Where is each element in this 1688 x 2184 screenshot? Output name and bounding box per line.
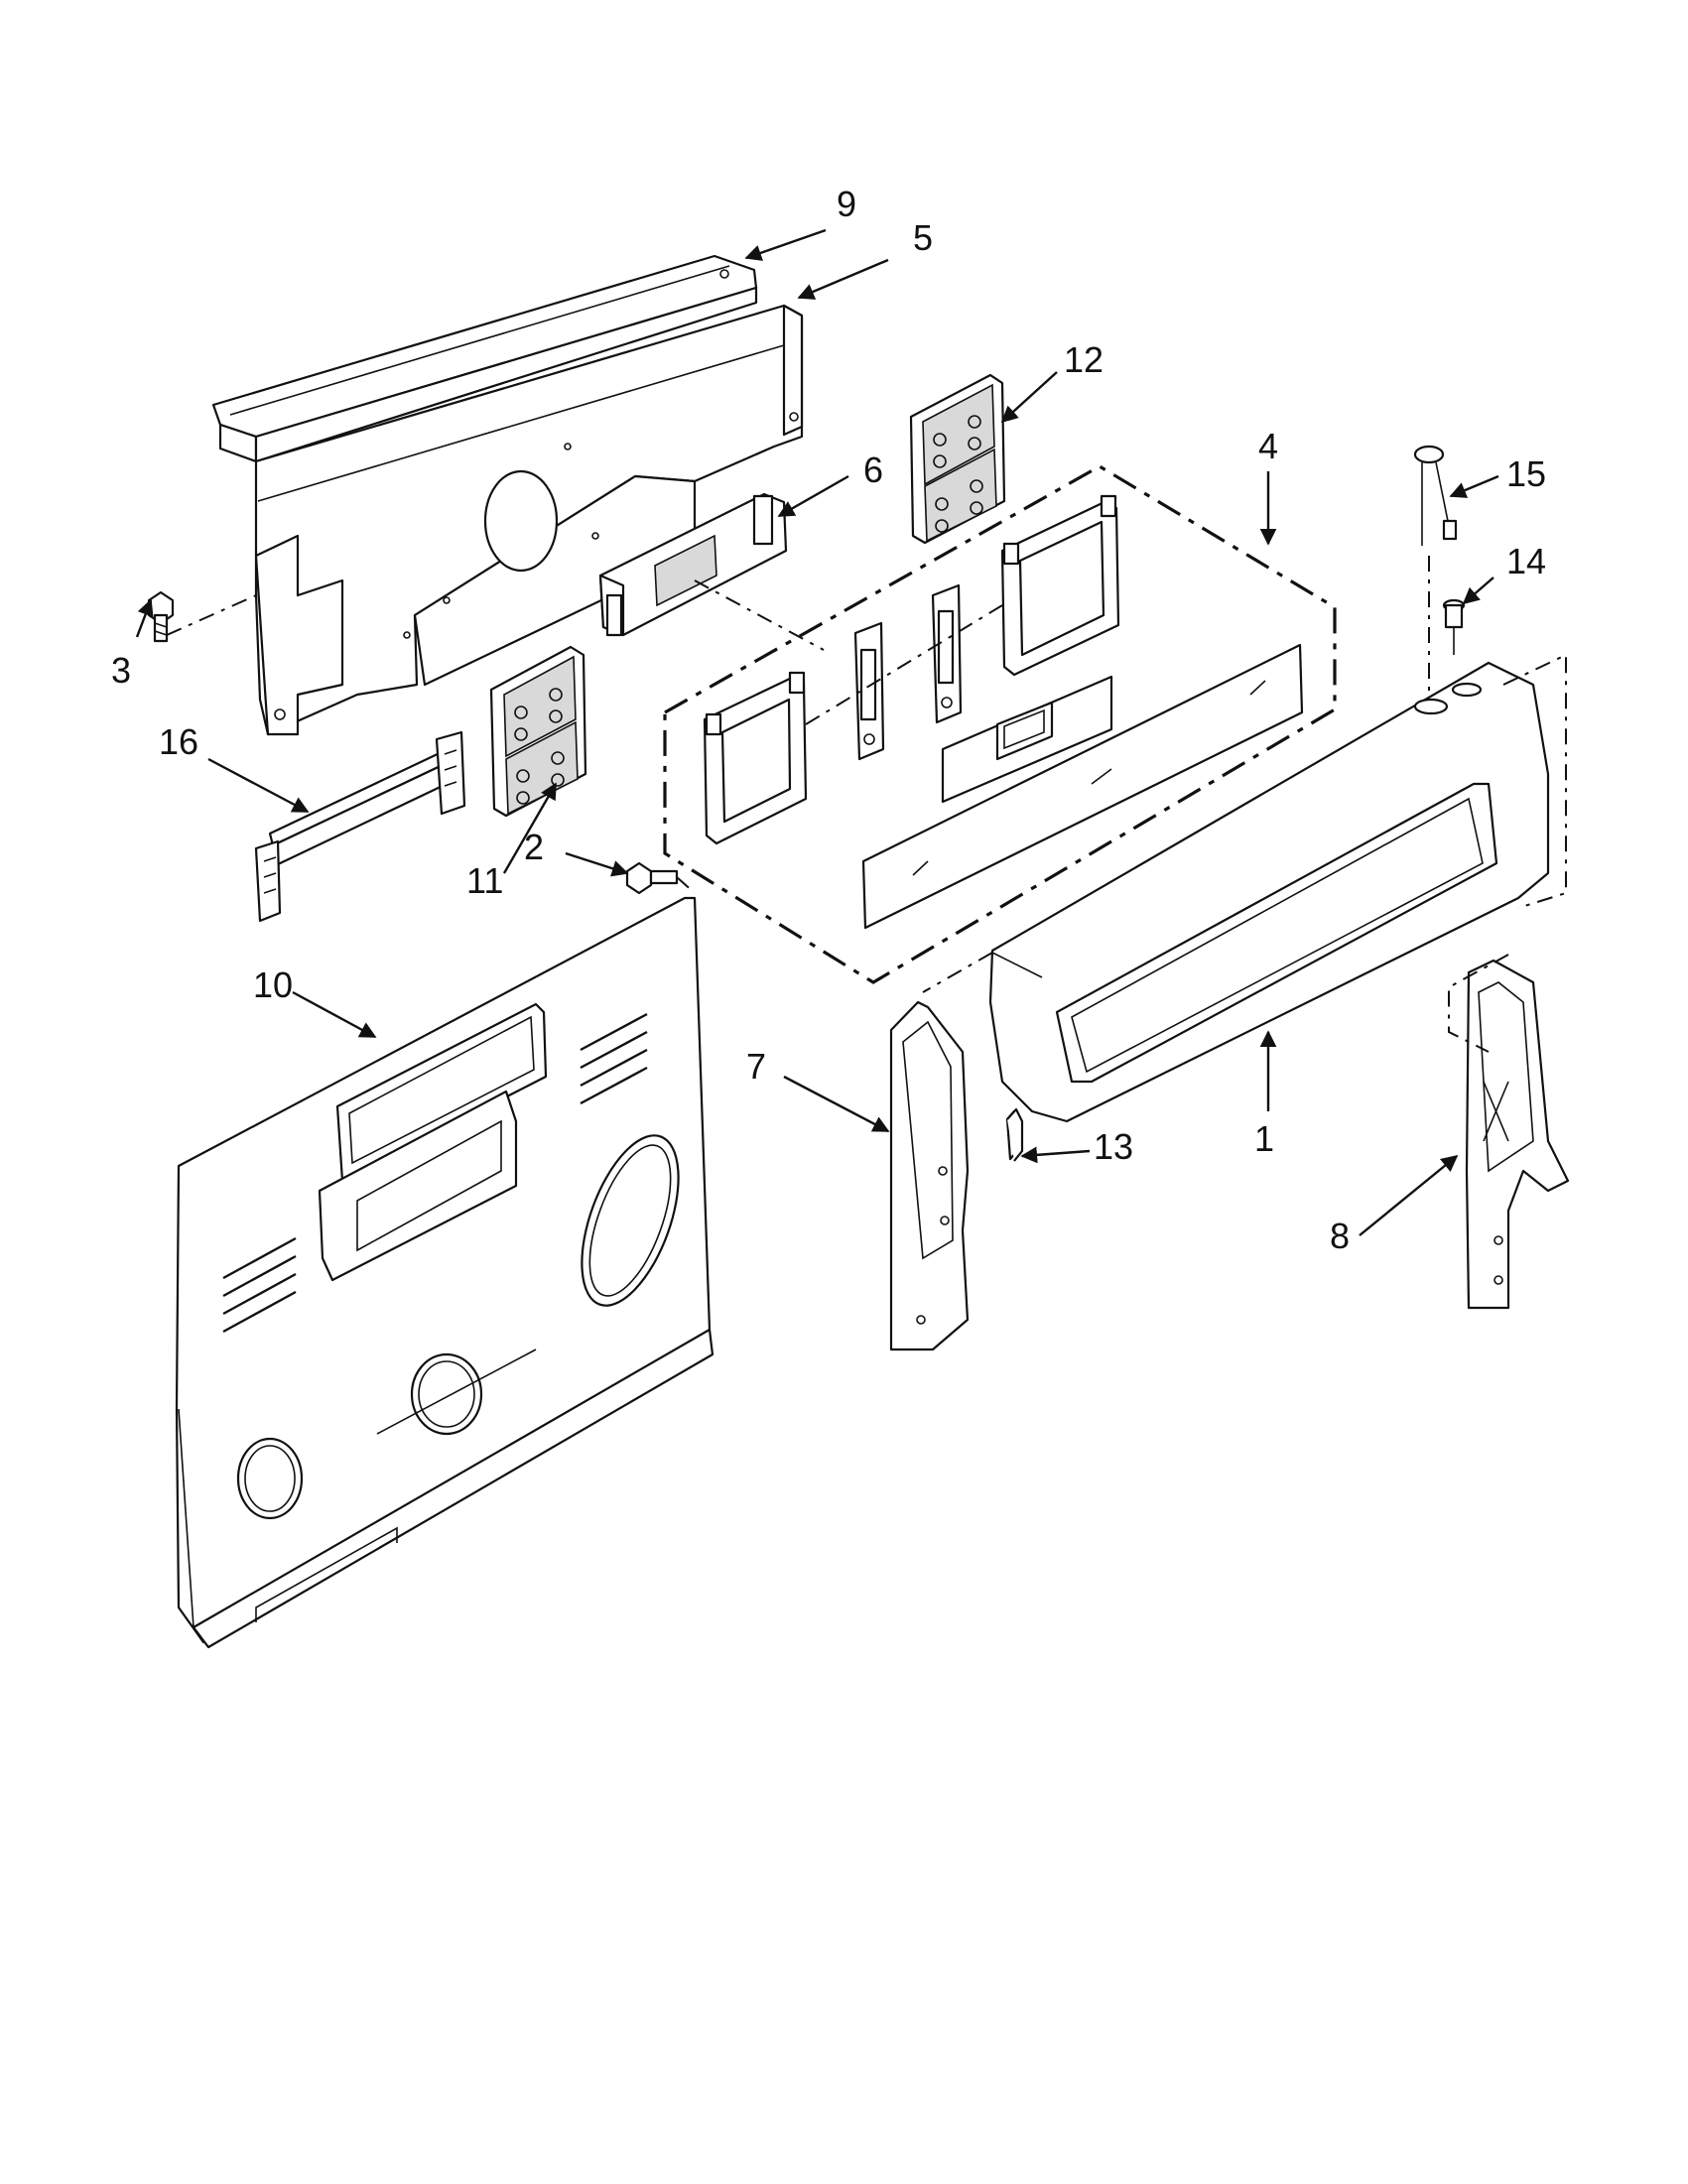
part-11-control-board <box>489 645 587 818</box>
part-5-main-bracket <box>254 304 804 736</box>
part-10-vent-slots-left <box>222 1236 297 1334</box>
callout-14: 14 <box>1506 541 1546 581</box>
callout-8: 8 <box>1330 1216 1350 1256</box>
part-14-knob <box>1442 598 1466 655</box>
leader-2 <box>565 851 629 877</box>
part-9-top-rail <box>211 254 758 463</box>
leader-14 <box>1462 577 1494 605</box>
leader-12 <box>1000 371 1058 424</box>
callout-3: 3 <box>111 650 131 691</box>
callout-10: 10 <box>253 964 293 1005</box>
leader-8 <box>1359 1154 1459 1236</box>
callout-7: 7 <box>746 1046 766 1087</box>
leader-3 <box>135 598 154 638</box>
part-4-left-frame <box>703 671 808 845</box>
leader-5 <box>797 258 889 300</box>
leader-arrows <box>135 228 1499 1236</box>
part-16-ribbon-cable <box>254 730 466 923</box>
callout-5: 5 <box>913 217 933 258</box>
callout-4: 4 <box>1258 426 1278 466</box>
part-4-center-bracket-left <box>853 621 885 761</box>
callout-9: 9 <box>837 184 856 224</box>
leader-15 <box>1449 474 1499 498</box>
leader-13 <box>1020 1146 1091 1164</box>
part-15-switch <box>1413 445 1458 546</box>
leader-11 <box>502 782 558 874</box>
part-1-console-trim <box>988 661 1550 1123</box>
part-4-dashdot-axis <box>805 604 1003 725</box>
part-1-dashed-outline <box>922 653 1567 993</box>
callout-labels: 9 5 12 6 4 15 14 3 16 2 11 10 7 1 13 8 <box>111 184 1546 1256</box>
part-12-control-board <box>909 373 1006 545</box>
callout-1: 1 <box>1254 1118 1274 1159</box>
part-4-glass-panel <box>861 643 1304 930</box>
part-4-display-overlay <box>941 675 1113 804</box>
leader-16 <box>207 757 310 814</box>
callout-16: 16 <box>159 721 198 762</box>
part-13-clip <box>1006 1107 1024 1162</box>
callout-13: 13 <box>1094 1126 1133 1167</box>
leader-10 <box>292 990 377 1039</box>
part-2-screw <box>625 861 696 895</box>
part-4-center-bracket-right <box>931 583 963 724</box>
part-8-right-endcap <box>1448 954 1570 1310</box>
callout-15: 15 <box>1506 453 1546 494</box>
part-6-electronic-control <box>598 492 825 651</box>
part-10-back-panel <box>175 896 714 1649</box>
part-10-vent-slots-right <box>580 1012 648 1105</box>
callout-6: 6 <box>863 450 883 490</box>
part-3-screw <box>147 590 257 643</box>
part-4-assembly-outline <box>663 464 1337 984</box>
leader-7 <box>783 1075 890 1133</box>
callout-11: 11 <box>466 860 503 901</box>
part-4-right-frame <box>1000 494 1120 677</box>
callout-12: 12 <box>1064 339 1104 380</box>
callout-2: 2 <box>524 827 544 867</box>
leader-9 <box>744 228 827 261</box>
leader-6 <box>777 474 849 518</box>
